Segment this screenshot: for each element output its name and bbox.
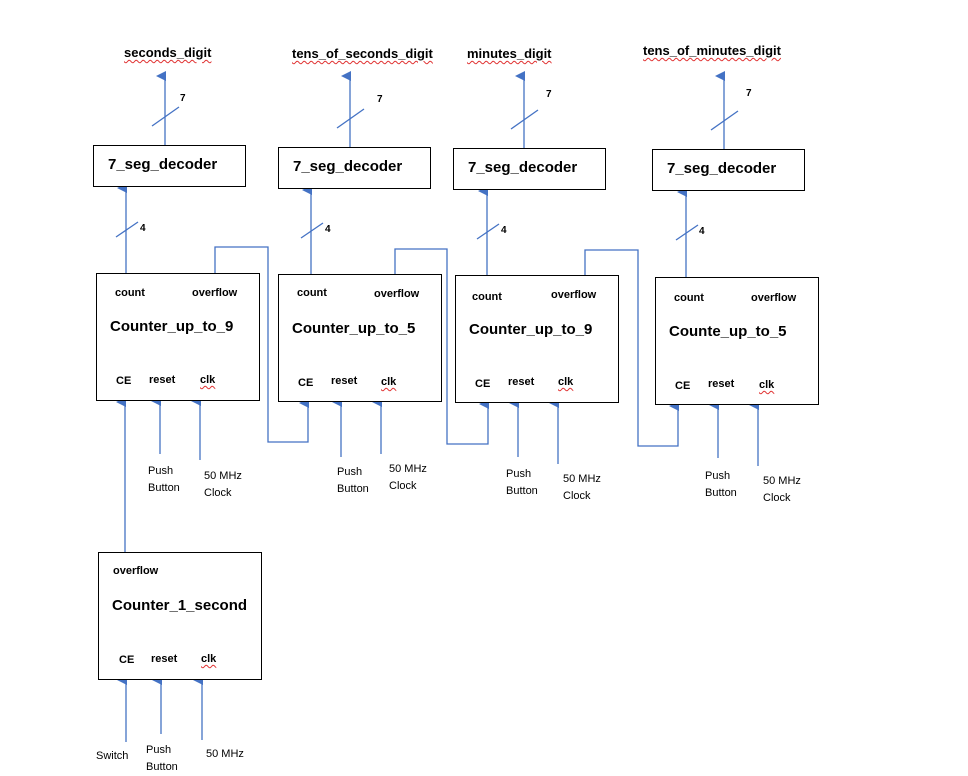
counter-minutes: count overflow Counter_up_to_9 CE reset … [455,275,619,403]
output-label-tens-minutes: tens_of_minutes_digit [643,43,781,58]
decoder-title: 7_seg_decoder [293,158,403,175]
port-overflow: overflow [113,565,159,577]
port-overflow: overflow [751,292,797,304]
port-clk: clk [759,379,775,391]
counter-title: Counter_up_to_9 [469,321,593,338]
port-count: count [297,287,327,299]
bus-width-label: 7 [377,94,383,105]
port-ce: CE [119,654,135,666]
bus-width-label: 4 [501,225,507,236]
port-count: count [115,287,145,299]
wire-overflow-3 [584,249,679,447]
bus-width-label: 4 [325,224,331,235]
output-label-tens-seconds: tens_of_seconds_digit [292,46,433,61]
port-clk: clk [381,376,397,388]
port-ce: CE [116,375,132,387]
bus-width-label: 7 [546,89,552,100]
counter-title: Counter_up_to_5 [292,320,416,337]
counter-title: Counte_up_to_5 [669,323,787,340]
port-count: count [674,292,704,304]
clock-label: 50 MHz [206,748,244,760]
counter-1-second: overflow Counter_1_second CE reset clk [98,552,262,680]
port-reset: reset [708,378,735,390]
decoder-tens-seconds: 7_seg_decoder [278,147,431,189]
wire-overflow-2 [394,248,489,445]
bus-width-label: 4 [699,226,705,237]
bus-width-label: 7 [746,88,752,99]
port-reset: reset [508,376,535,388]
switch-label: Switch [96,750,129,762]
port-clk: clk [201,653,217,665]
port-clk: clk [200,374,216,386]
port-clk: clk [558,376,574,388]
port-reset: reset [151,653,178,665]
port-ce: CE [475,378,491,390]
wiring-diagram [115,71,759,742]
counter-title: Counter_up_to_9 [110,318,234,335]
wire-overflow-1 [214,246,309,443]
counter-title: Counter_1_second [112,597,248,614]
output-label-seconds: seconds_digit [124,45,212,60]
decoder-title: 7_seg_decoder [108,156,218,173]
counter-tens-seconds: count overflow Counter_up_to_5 CE reset … [278,274,442,402]
port-reset: reset [149,374,176,386]
counter-seconds: count overflow Counter_up_to_9 CE reset … [96,273,260,401]
decoder-seconds: 7_seg_decoder [93,145,246,187]
port-overflow: overflow [551,289,597,301]
port-reset: reset [331,375,358,387]
counter-tens-minutes: count overflow Counte_up_to_5 CE reset c… [655,277,819,405]
output-label-minutes: minutes_digit [467,46,552,61]
decoder-title: 7_seg_decoder [667,160,777,177]
decoder-minutes: 7_seg_decoder [453,148,606,190]
port-ce: CE [675,380,691,392]
port-overflow: overflow [192,287,238,299]
port-ce: CE [298,377,314,389]
decoder-tens-minutes: 7_seg_decoder [652,149,805,191]
decoder-title: 7_seg_decoder [468,159,578,176]
bus-width-label: 4 [140,223,146,234]
bus-width-label: 7 [180,93,186,104]
port-overflow: overflow [374,288,420,300]
port-count: count [472,291,502,303]
